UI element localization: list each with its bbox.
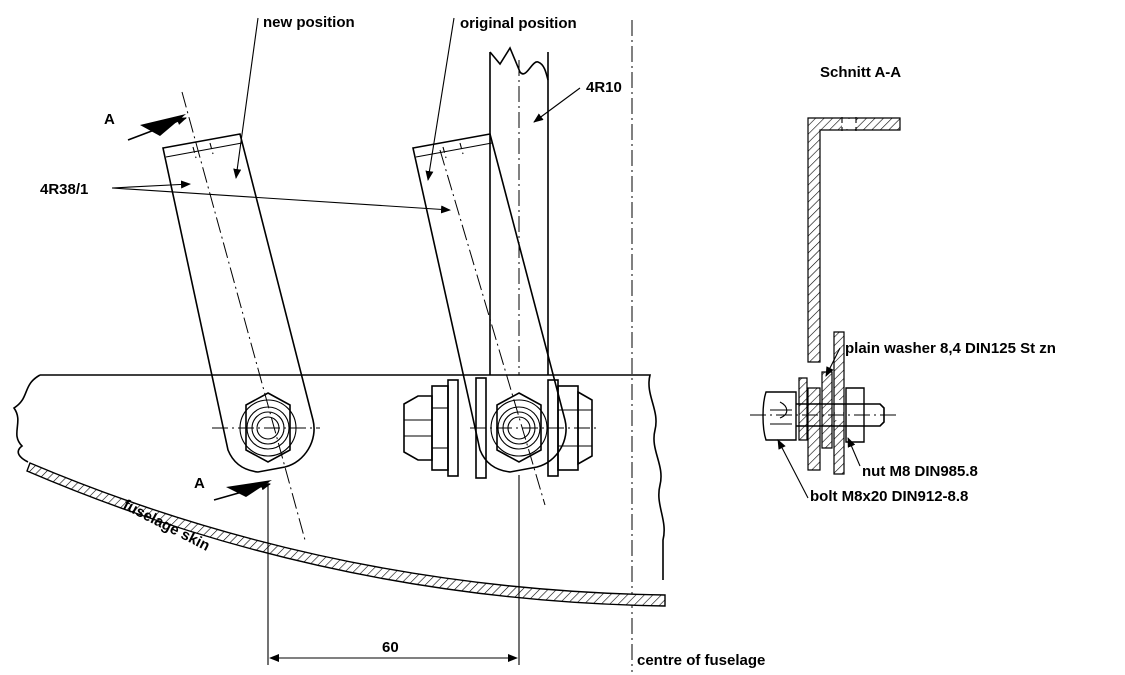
section-mark-a-top [127,114,187,141]
arm-original-position [403,133,600,506]
leader-original-position [425,17,455,181]
arm-new-position [162,91,320,541]
leader-nut [847,437,861,467]
label-nut: nut M8 DIN985.8 [862,463,978,480]
label-4r38: 4R38/1 [40,181,88,198]
label-centre-of-fuselage: centre of fuselage [637,652,765,669]
label-section-a-bottom: A [194,475,205,492]
dimension-60 [267,475,520,665]
label-new-position: new position [263,14,355,31]
section-a-a-detail [750,117,901,475]
label-dimension-60: 60 [382,639,399,656]
leader-bolt [777,439,809,499]
nut-new-position [239,392,297,463]
fuselage-skin [26,462,666,607]
tube-4r10 [489,46,549,375]
bolt-assembly-original-position [403,377,593,479]
label-section-title: Schnitt A-A [820,64,901,81]
leader-4r10 [533,87,581,123]
leader-washer [825,347,841,377]
leader-4r38-original [111,187,451,214]
label-section-a-top: A [104,111,115,128]
label-washer: plain washer 8,4 DIN125 St zn [845,340,1056,357]
label-original-position: original position [460,15,577,32]
label-bolt: bolt M8x20 DIN912-8.8 [810,488,968,505]
section-mark-a-bottom [213,480,272,501]
leader-4r38-new [111,180,191,189]
leader-new-position [233,17,259,179]
frame-outline [12,374,665,580]
label-4r10: 4R10 [586,79,622,96]
